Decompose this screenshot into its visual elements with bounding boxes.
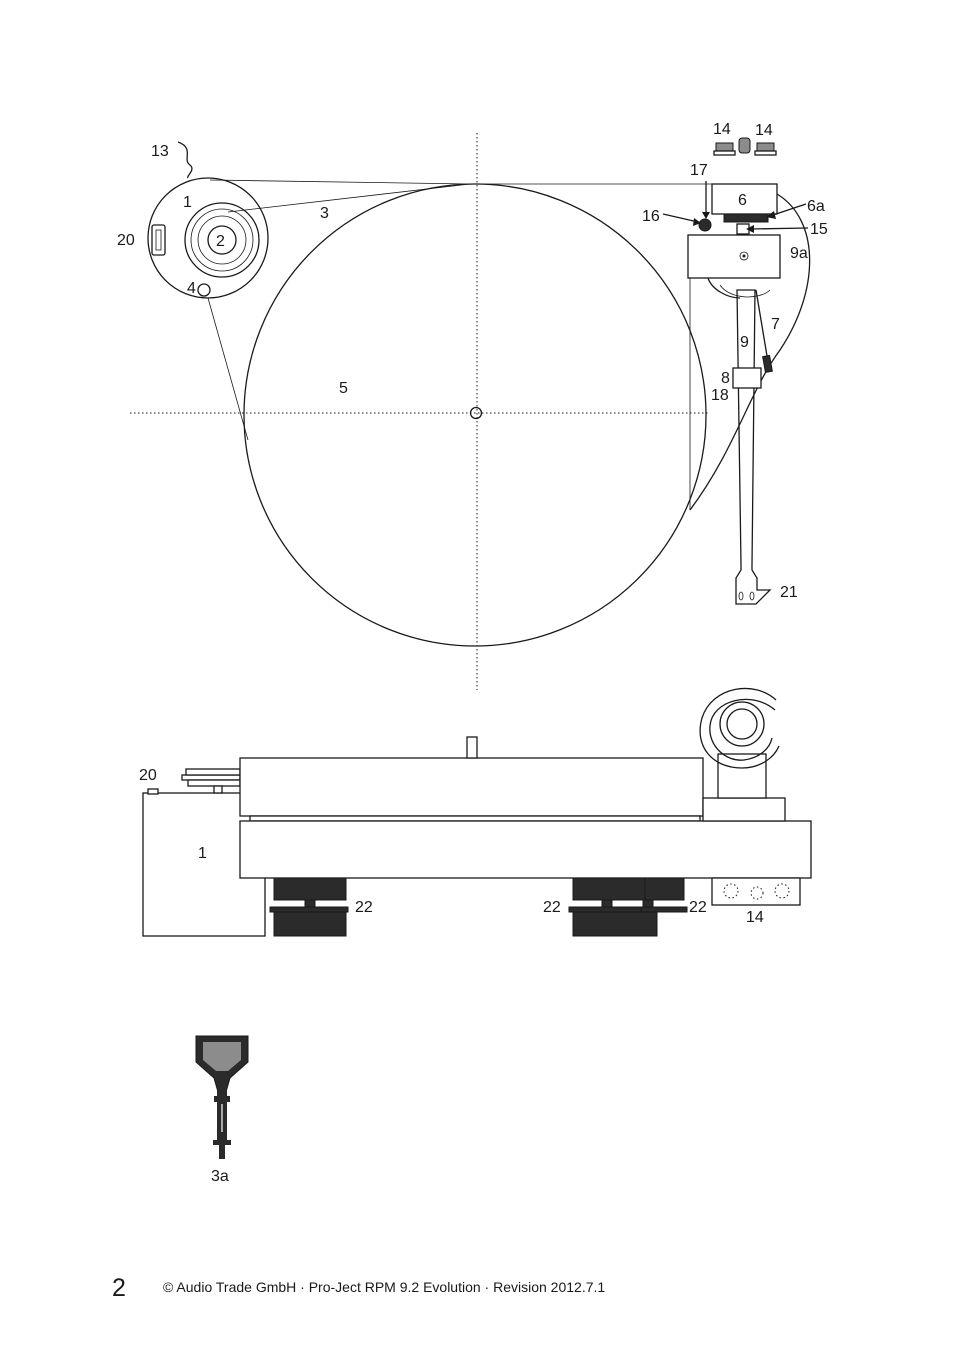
anti-skating-weight xyxy=(698,218,712,232)
tonearm-base-side xyxy=(702,797,786,822)
label-7: 7 xyxy=(771,316,780,333)
plinth-side xyxy=(239,820,812,879)
label-17: 17 xyxy=(690,162,708,179)
label-15: 15 xyxy=(810,221,828,238)
power-socket xyxy=(151,224,166,256)
belt-line-upper xyxy=(227,183,471,213)
side-label-22-right: 22 xyxy=(689,899,707,916)
leader-13 xyxy=(177,141,193,179)
counterweight xyxy=(711,183,778,215)
side-label-20: 20 xyxy=(139,767,157,784)
label-16: 16 xyxy=(642,208,660,225)
tonearm-bearing-side xyxy=(699,687,780,769)
platter-side xyxy=(239,757,704,817)
tonearm-assembly xyxy=(662,137,811,605)
label-3: 3 xyxy=(320,205,329,222)
motor-pulley-outer xyxy=(184,202,260,278)
spindle xyxy=(469,406,483,420)
tonearm-base xyxy=(687,234,781,279)
label-20: 20 xyxy=(117,232,135,249)
tonearm-pillar xyxy=(717,753,767,799)
weights-box xyxy=(711,877,801,906)
label-18: 18 xyxy=(711,387,729,404)
tool-grip xyxy=(203,1042,241,1071)
label-9a: 9a xyxy=(790,245,808,262)
label-6: 6 xyxy=(738,192,747,209)
side-label-22-left: 22 xyxy=(355,899,373,916)
page-number: 2 xyxy=(112,1274,126,1302)
motor-pulley xyxy=(207,225,237,255)
label-4: 4 xyxy=(187,280,196,297)
label-13: 13 xyxy=(151,143,169,160)
foot-middle xyxy=(568,877,658,937)
label-14-right: 14 xyxy=(755,122,773,139)
belt-line-lower xyxy=(207,297,249,441)
arm-lift xyxy=(732,367,762,389)
foot-left xyxy=(269,877,349,937)
speed-switch xyxy=(197,283,211,297)
tool-label-3a: 3a xyxy=(211,1168,229,1185)
label-21: 21 xyxy=(780,584,798,601)
label-14-left: 14 xyxy=(713,121,731,138)
lift-lever xyxy=(755,289,769,363)
tonearm-tube xyxy=(735,289,772,605)
arm-outer-curve xyxy=(689,193,811,511)
weight-stub xyxy=(723,213,769,223)
footer-copyright: © Audio Trade GmbH · Pro-Ject RPM 9.2 Ev… xyxy=(163,1279,606,1295)
belt-tool: 3a xyxy=(195,1035,249,1185)
side-label-14: 14 xyxy=(746,909,764,926)
platter xyxy=(243,183,707,647)
label-2: 2 xyxy=(216,233,225,250)
label-6a: 6a xyxy=(807,198,825,215)
side-view: 20 1 22 22 22 14 xyxy=(139,687,812,937)
label-9: 9 xyxy=(740,334,749,351)
label-8: 8 xyxy=(721,370,730,387)
label-5: 5 xyxy=(339,380,348,397)
side-label-22-middle: 22 xyxy=(543,899,561,916)
side-label-1: 1 xyxy=(198,845,207,862)
spindle-side xyxy=(466,736,478,759)
motor-unit xyxy=(147,141,269,299)
top-view: 13 1 20 2 4 3 5 14 14 17 6 6a 16 15 9a 7… xyxy=(117,121,828,690)
foot-right xyxy=(640,877,688,913)
label-1: 1 xyxy=(183,194,192,211)
